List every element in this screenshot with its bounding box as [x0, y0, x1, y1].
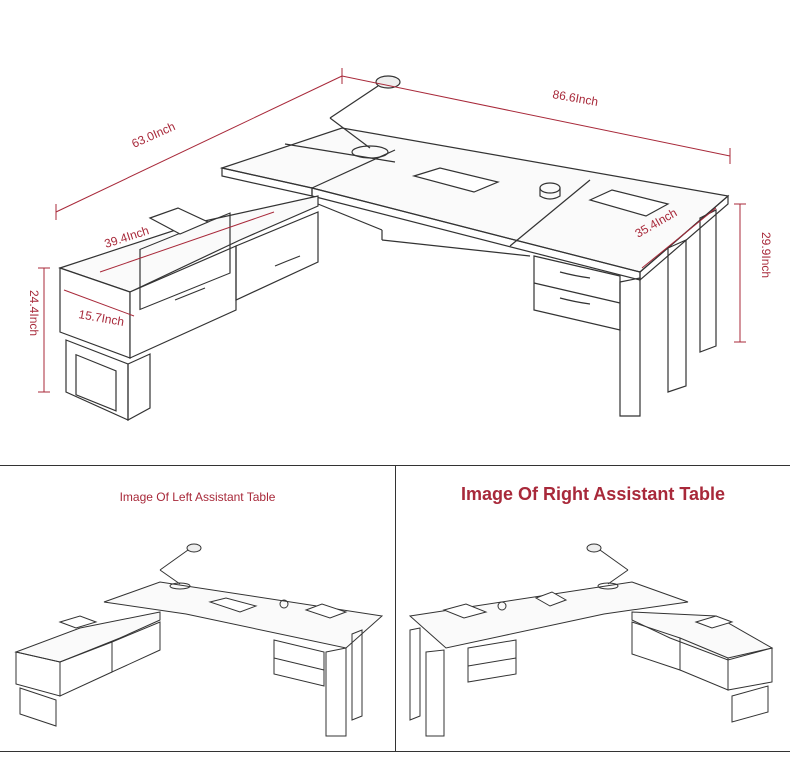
bottom-divider	[0, 751, 790, 752]
right-assistant-table-illustration	[396, 530, 790, 750]
right-assistant-table-drawing	[408, 543, 774, 737]
caption-left-assistant-table: Image Of Left Assistant Table	[119, 490, 276, 504]
main-desk-illustration: 86.6Inch 63.0Inch 39.4Inch 15.7Inch 24.4…	[27, 68, 773, 422]
caption-right-assistant-table: Image Of Right Assistant Table	[460, 484, 726, 504]
main-desk-drawing: 86.6Inch 63.0Inch 39.4Inch 15.7Inch 24.4…	[27, 68, 773, 422]
dim-desk-height: 29.9Inch	[759, 232, 773, 278]
dim-width-top: 86.6Inch	[551, 87, 599, 109]
dim-left-cabinet-height: 24.4Inch	[27, 290, 41, 336]
vertical-divider	[395, 465, 396, 751]
dim-depth-left: 63.0Inch	[130, 119, 178, 151]
left-assistant-table-drawing	[14, 543, 384, 737]
left-assistant-table-illustration	[0, 530, 395, 750]
